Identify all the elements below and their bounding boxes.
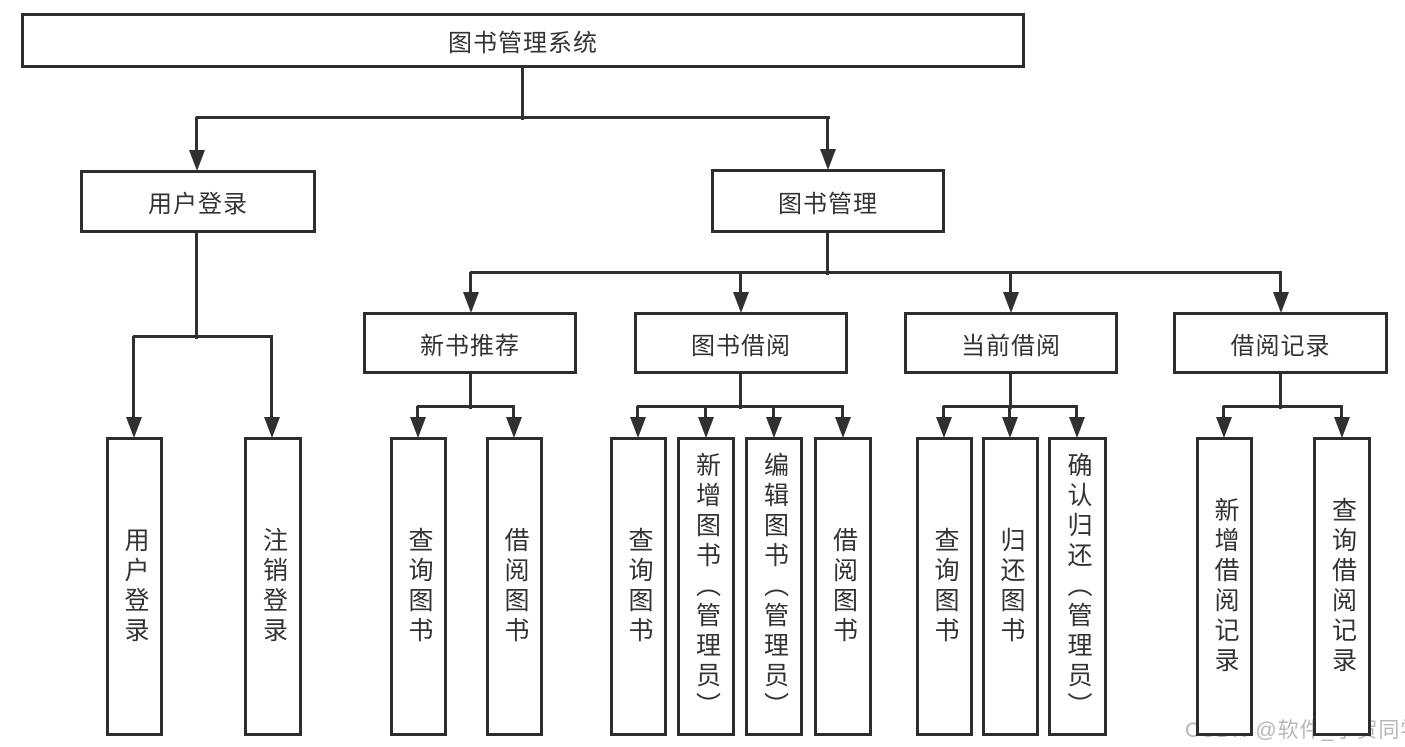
- node-label: 图书管理系统: [448, 30, 598, 57]
- node-leaf-query-books-2: 查询图书: [610, 437, 667, 736]
- connector-line: [826, 233, 829, 275]
- node-new-book-recommend: 新书推荐: [363, 312, 577, 374]
- connector-line: [1075, 406, 1078, 417]
- node-label: 注销登录: [259, 526, 288, 647]
- node-leaf-query-books-1: 查询图书: [390, 437, 447, 736]
- arrow-down-icon: [936, 417, 952, 438]
- node-label: 借阅记录: [1230, 332, 1331, 360]
- node-label: 用户登录: [121, 526, 149, 647]
- node-label: 查询借阅记录: [1328, 496, 1357, 677]
- node-label: 图书借阅: [691, 332, 791, 360]
- arrow-down-icon: [189, 150, 205, 171]
- connector-line: [470, 271, 1282, 274]
- connector-line: [1340, 406, 1343, 417]
- arrow-down-icon: [630, 417, 646, 438]
- connector-line: [270, 336, 273, 417]
- connector-line: [1279, 272, 1282, 292]
- connector-line: [196, 116, 830, 119]
- node-label: 确认归还（管理员）: [1064, 451, 1092, 722]
- connector-line: [1008, 406, 1011, 417]
- node-label: 用户登录: [148, 191, 248, 218]
- connector-line: [195, 117, 198, 150]
- connector-line: [469, 272, 472, 292]
- node-label: 图书管理: [778, 190, 878, 218]
- node-leaf-borrow-books-1: 借阅图书: [486, 437, 543, 736]
- connector-line: [132, 336, 135, 417]
- node-label: 新增借阅记录: [1211, 496, 1239, 677]
- node-leaf-return-books: 归还图书: [982, 437, 1039, 736]
- connector-line: [195, 233, 198, 339]
- node-leaf-query-borrow-record: 查询借阅记录: [1313, 437, 1371, 736]
- arrow-down-icon: [1216, 417, 1232, 438]
- node-leaf-query-books-3: 查询图书: [916, 437, 973, 736]
- connector-line: [636, 406, 639, 417]
- connector-line: [1223, 405, 1343, 408]
- connector-line: [416, 406, 419, 417]
- connector-line: [1279, 374, 1282, 409]
- node-label: 归还图书: [997, 526, 1025, 647]
- node-leaf-user-login: 用户登录: [106, 437, 163, 736]
- connector-line: [826, 117, 829, 149]
- arrow-down-icon: [698, 417, 714, 438]
- arrow-down-icon: [820, 149, 836, 170]
- connector-line: [841, 406, 844, 417]
- node-leaf-edit-books-admin: 编辑图书（管理员）: [745, 437, 803, 736]
- node-label: 新书推荐: [420, 332, 520, 360]
- connector-line: [739, 374, 742, 409]
- connector-line: [133, 335, 273, 338]
- arrow-down-icon: [463, 292, 479, 313]
- arrow-down-icon: [1334, 417, 1350, 438]
- connector-line: [772, 406, 775, 417]
- connector-line: [521, 68, 524, 120]
- connector-line: [469, 374, 472, 409]
- arrow-down-icon: [1069, 417, 1085, 438]
- node-current-borrowing: 当前借阅: [904, 312, 1118, 374]
- node-label: 查询图书: [625, 526, 653, 647]
- node-label: 借阅图书: [501, 526, 529, 647]
- arrow-down-icon: [766, 417, 782, 438]
- arrow-down-icon: [1273, 292, 1289, 313]
- connector-line: [704, 406, 707, 417]
- connector-line: [512, 406, 515, 417]
- arrow-down-icon: [1003, 292, 1019, 313]
- node-root: 图书管理系统: [21, 13, 1025, 68]
- node-leaf-add-books-admin: 新增图书（管理员）: [677, 437, 735, 736]
- node-label: 查询图书: [405, 526, 433, 647]
- arrow-down-icon: [410, 417, 426, 438]
- arrow-down-icon: [835, 417, 851, 438]
- connector-line: [739, 272, 742, 292]
- node-label: 当前借阅: [961, 332, 1061, 360]
- arrow-down-icon: [264, 417, 280, 438]
- arrow-down-icon: [1002, 417, 1018, 438]
- connector-line: [942, 406, 945, 417]
- arrow-down-icon: [733, 292, 749, 313]
- arrow-down-icon: [506, 417, 522, 438]
- node-leaf-add-borrow-record: 新增借阅记录: [1196, 437, 1253, 736]
- node-leaf-confirm-return-admin: 确认归还（管理员）: [1048, 437, 1107, 736]
- node-label: 借阅图书: [829, 526, 858, 647]
- arrow-down-icon: [126, 417, 142, 438]
- connector-line: [1009, 374, 1012, 409]
- node-leaf-logout: 注销登录: [244, 437, 302, 736]
- node-leaf-borrow-books-2: 借阅图书: [814, 437, 872, 736]
- connector-line: [1222, 406, 1225, 417]
- connector-line: [417, 405, 515, 408]
- node-book-management: 图书管理: [711, 169, 945, 233]
- node-book-borrowing: 图书借阅: [634, 312, 848, 374]
- node-user-login: 用户登录: [80, 170, 316, 233]
- node-label: 新增图书（管理员）: [692, 451, 721, 722]
- connector-line: [1009, 272, 1012, 292]
- node-borrowing-records: 借阅记录: [1173, 312, 1388, 374]
- node-label: 编辑图书（管理员）: [760, 451, 789, 722]
- node-label: 查询图书: [931, 526, 959, 647]
